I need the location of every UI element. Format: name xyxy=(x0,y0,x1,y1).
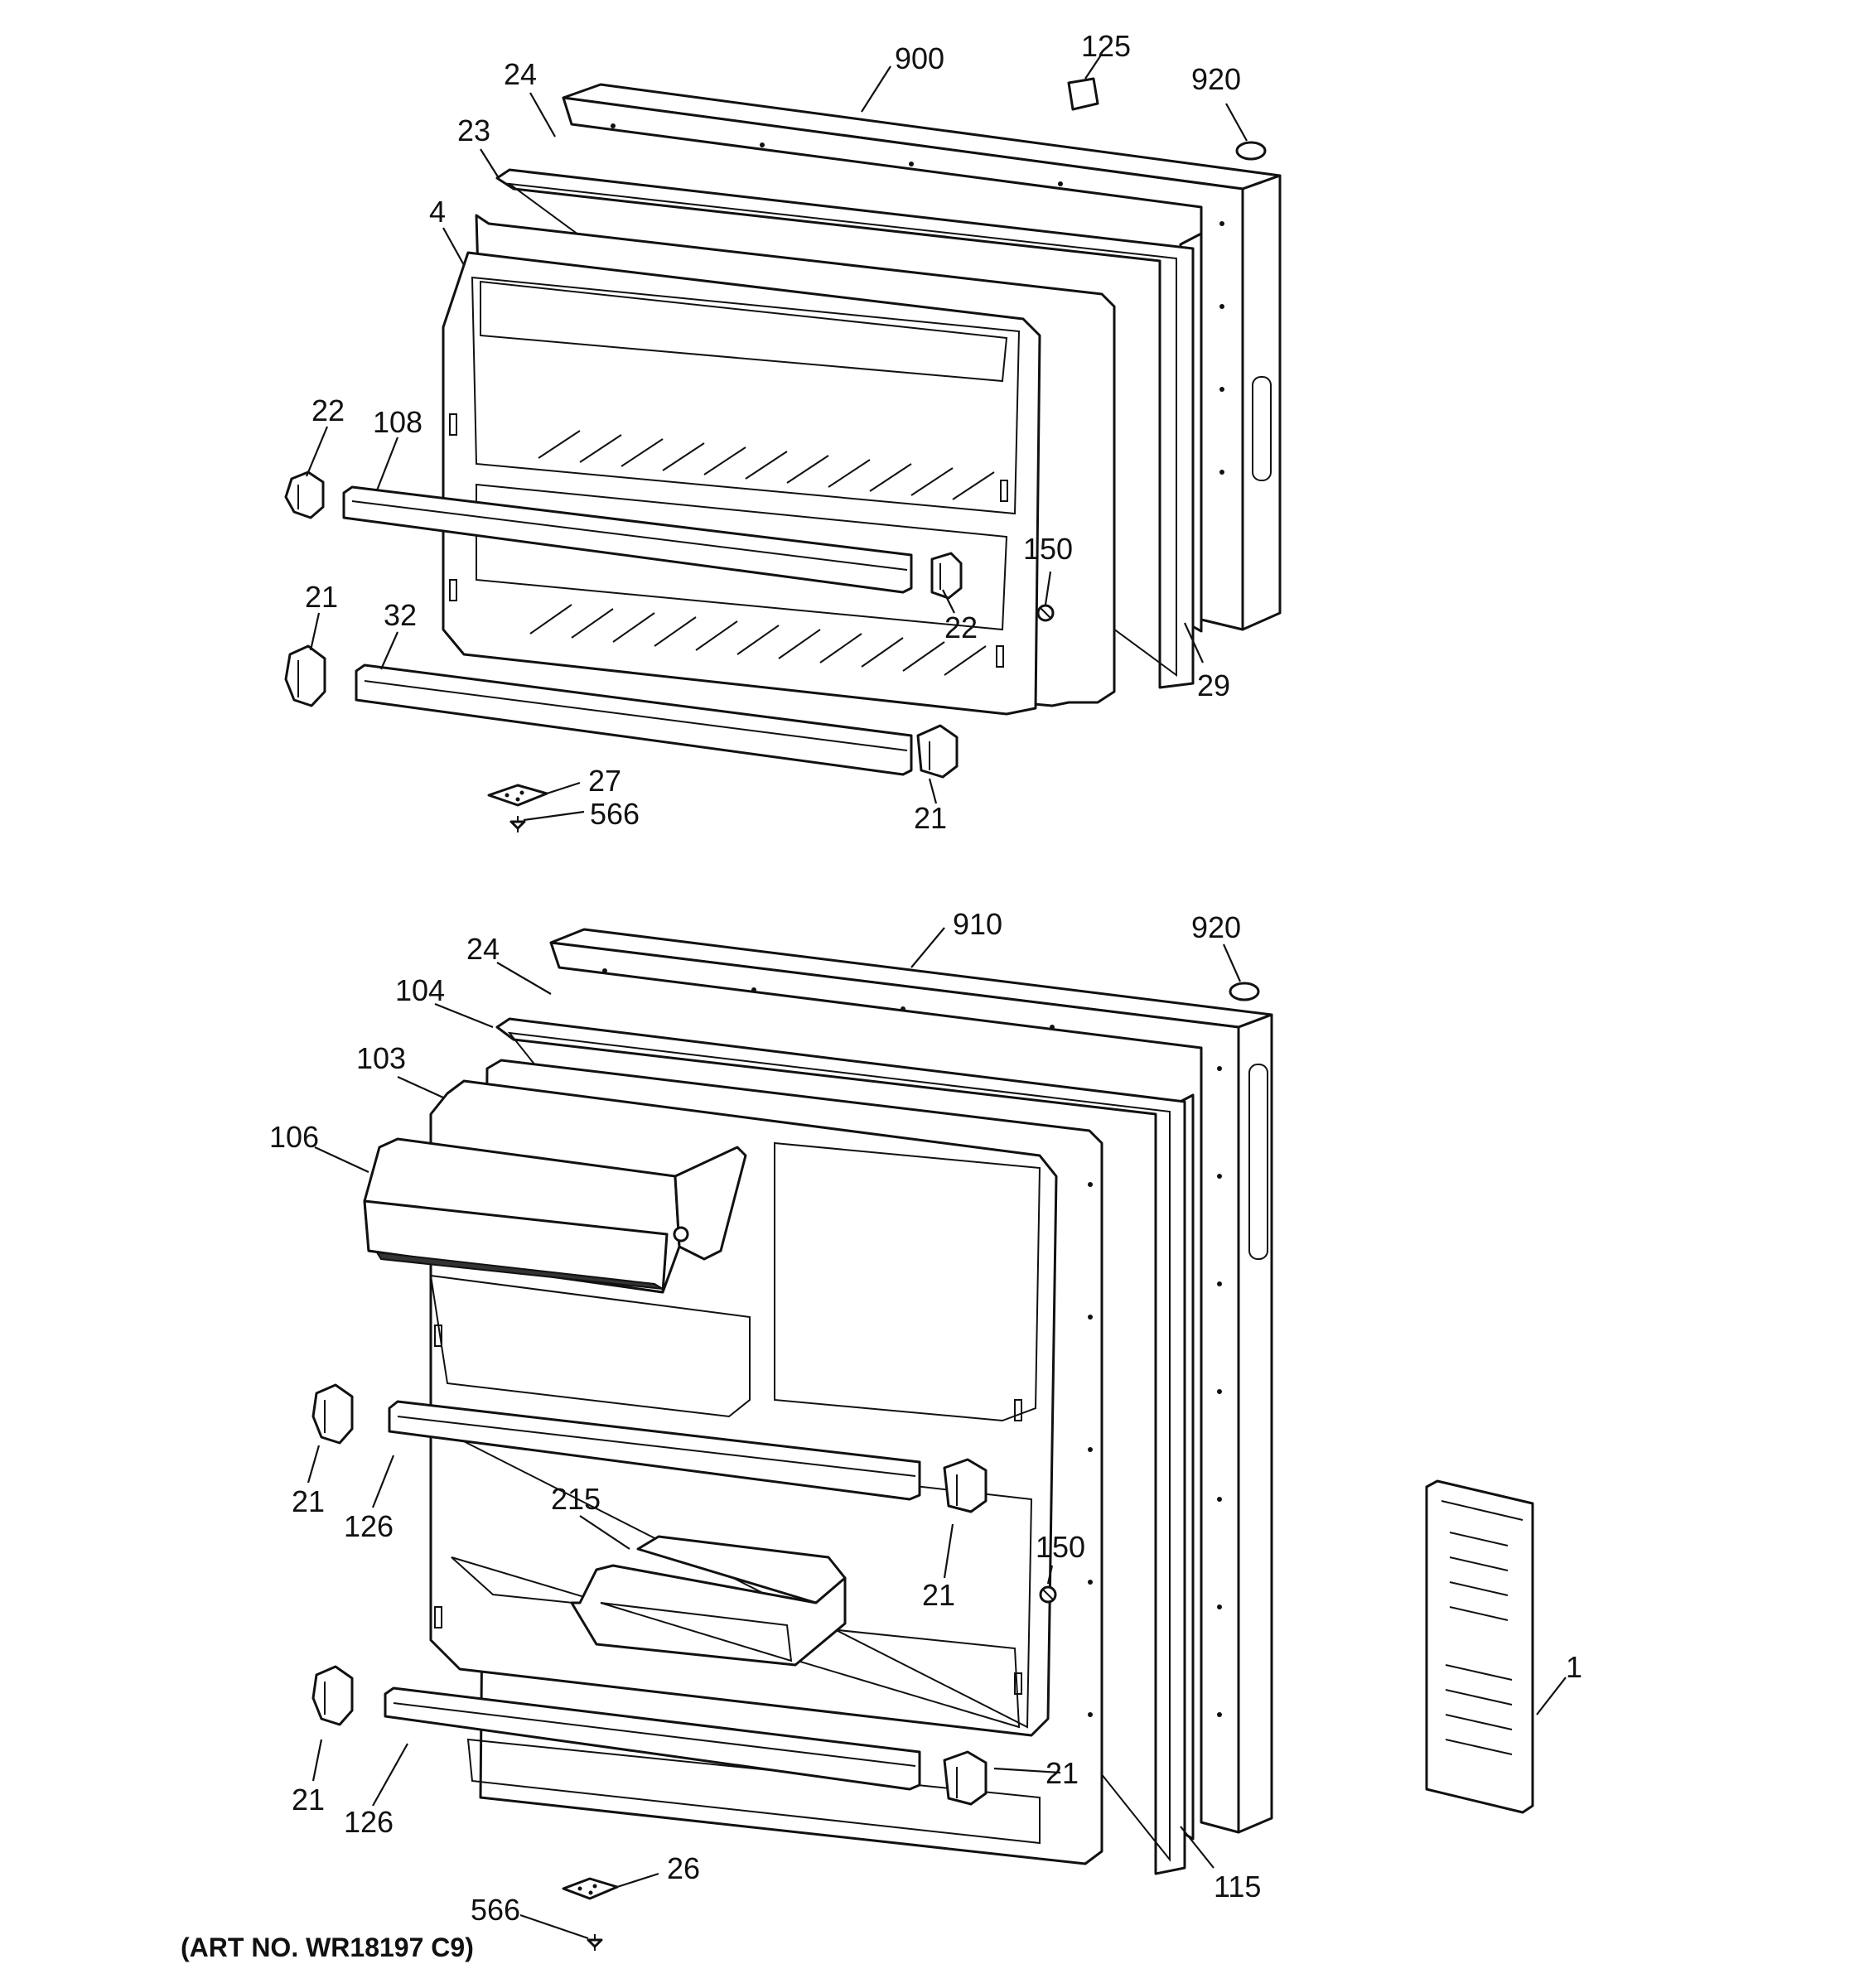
freezer-plug-920 xyxy=(1235,141,1267,161)
door-bin-215 xyxy=(570,1535,847,1667)
callout-106: 106 xyxy=(269,1120,319,1154)
callout-4: 4 xyxy=(429,195,446,229)
callout-566b: 566 xyxy=(471,1893,520,1927)
shelf-end-cap-21-left-upper xyxy=(311,1383,354,1445)
freezer-part-125 xyxy=(1067,77,1099,111)
callout-104: 104 xyxy=(395,973,445,1007)
callout-910: 910 xyxy=(953,907,1002,941)
fresh-food-screw-566 xyxy=(587,1934,603,1951)
art-number: (ART NO. WR18197 C9) xyxy=(181,1933,474,1962)
callout-22b: 22 xyxy=(944,610,978,644)
fresh-food-outer-door-panel xyxy=(549,928,1273,1834)
callout-21: 21 xyxy=(305,580,338,614)
owners-manual-1 xyxy=(1425,1479,1534,1814)
fresh-food-callouts: 910 920 24 104 103 106 21 126 215 21 150… xyxy=(269,907,1582,1927)
callout-150b: 150 xyxy=(1036,1530,1085,1564)
shelf-end-cap-21-right-upper xyxy=(943,1458,988,1513)
callout-920: 920 xyxy=(1191,62,1241,96)
callout-900: 900 xyxy=(895,41,944,75)
freezer-hinge-plate-27 xyxy=(487,784,548,807)
fresh-food-door-assembly xyxy=(311,928,1273,1951)
shelf-end-cap-21-right-lower xyxy=(943,1750,988,1806)
callout-21e: 21 xyxy=(1045,1756,1079,1790)
fresh-food-plug-920 xyxy=(1229,982,1260,1001)
freezer-screw-566 xyxy=(509,816,526,832)
shelf-end-cap-22-right xyxy=(930,552,963,600)
callout-125: 125 xyxy=(1081,29,1131,63)
callout-21f: 21 xyxy=(292,1783,325,1817)
callout-24: 24 xyxy=(504,57,537,91)
callout-126b: 126 xyxy=(344,1805,394,1839)
callout-103: 103 xyxy=(356,1041,406,1075)
callout-21b: 21 xyxy=(914,801,947,835)
shelf-end-cap-21-left-top xyxy=(284,644,326,707)
fresh-food-screw-150 xyxy=(1039,1585,1057,1604)
freezer-shelf-bar-108 xyxy=(342,485,913,594)
callout-920b: 920 xyxy=(1191,910,1241,944)
callout-29: 29 xyxy=(1197,668,1230,702)
shelf-end-cap-21-left-lower xyxy=(311,1665,354,1726)
callout-1: 1 xyxy=(1566,1650,1582,1684)
freezer-door-assembly xyxy=(284,77,1282,832)
callout-126: 126 xyxy=(344,1509,394,1543)
freezer-callouts: 900 125 920 24 23 4 22 108 150 22 21 32 … xyxy=(305,29,1241,835)
fresh-food-shelf-bar-126-lower xyxy=(384,1686,921,1791)
freezer-screw-150 xyxy=(1036,604,1055,622)
callout-23: 23 xyxy=(457,113,490,147)
freezer-shelf-bar-32 xyxy=(355,663,913,776)
fresh-food-hinge-plate-26 xyxy=(562,1877,619,1900)
fresh-food-shelf-bar-126-upper xyxy=(388,1400,921,1501)
callout-150: 150 xyxy=(1023,532,1073,566)
callout-21d: 21 xyxy=(922,1578,955,1612)
callout-115: 115 xyxy=(1214,1870,1261,1904)
callout-108: 108 xyxy=(373,405,423,439)
callout-27: 27 xyxy=(588,764,621,798)
callout-215: 215 xyxy=(551,1482,601,1516)
shelf-end-cap-21-right-top xyxy=(916,724,959,779)
shelf-end-cap-22-left xyxy=(284,470,325,519)
callout-22: 22 xyxy=(311,393,345,427)
freezer-inner-liner xyxy=(442,214,1116,716)
leader-lines xyxy=(305,53,1567,1940)
callout-566: 566 xyxy=(590,797,640,831)
callout-32: 32 xyxy=(384,598,417,632)
callout-21c: 21 xyxy=(292,1484,325,1518)
dairy-compartment-106 xyxy=(363,1137,747,1294)
callout-26: 26 xyxy=(667,1851,700,1885)
callout-24b: 24 xyxy=(466,932,500,966)
